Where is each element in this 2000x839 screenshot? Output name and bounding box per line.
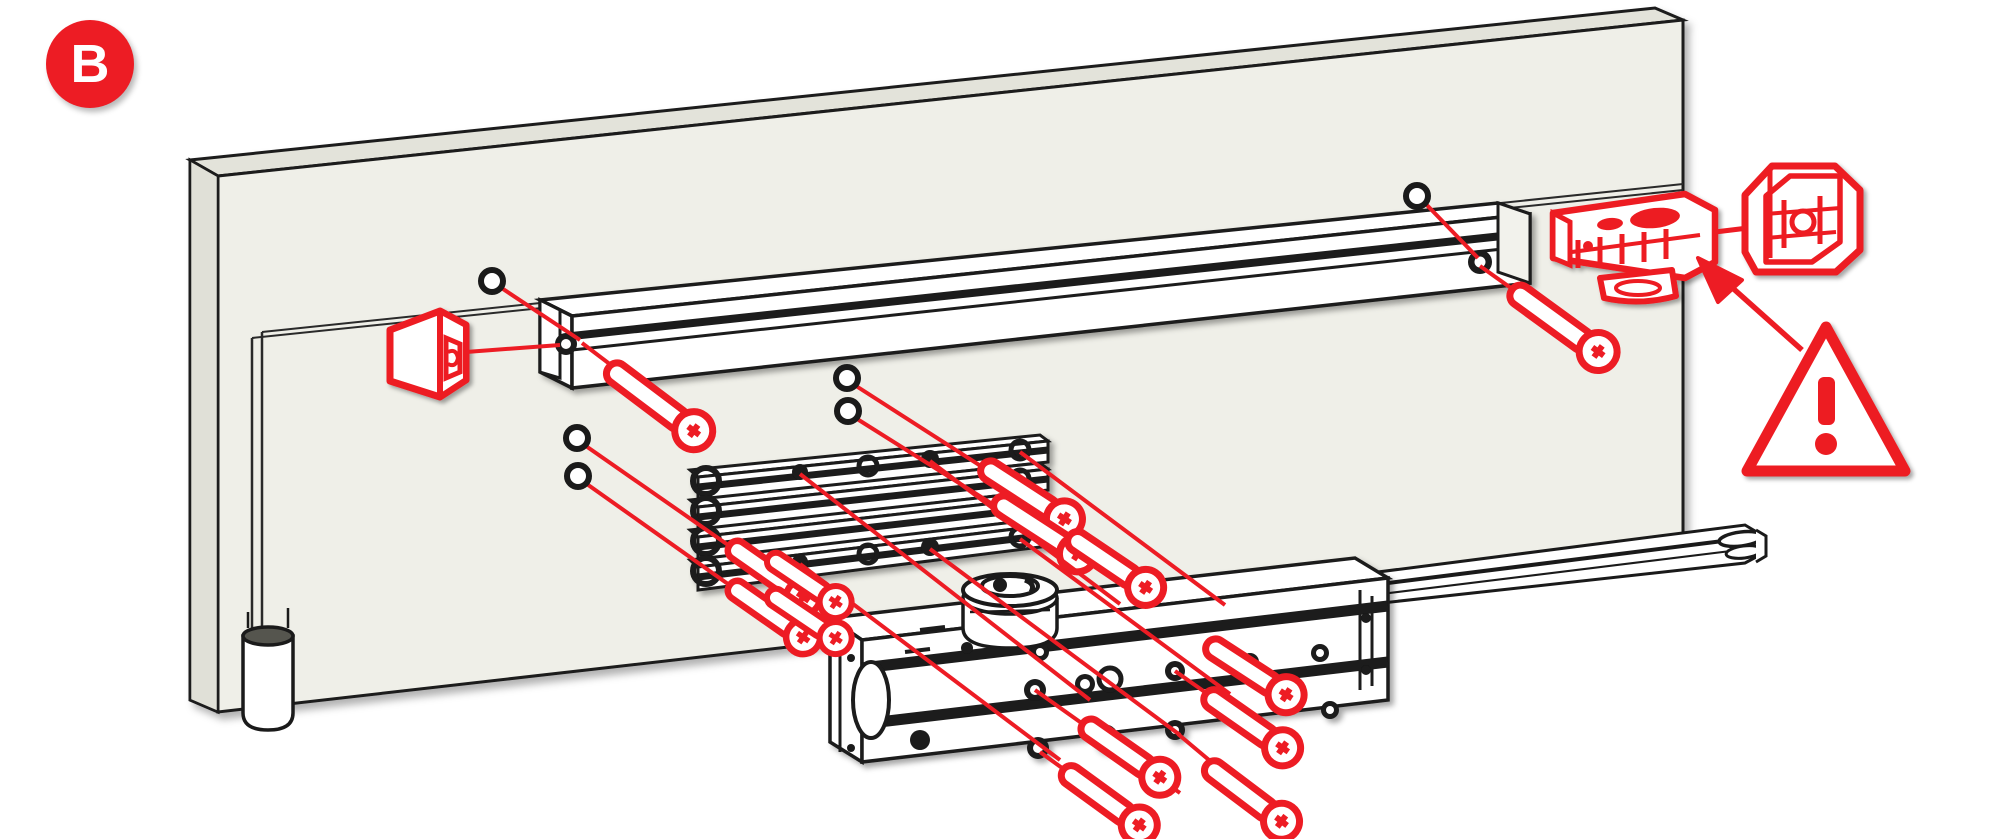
mounting-screw	[1173, 669, 1305, 770]
callout-group-2	[1403, 182, 1480, 260]
mounting-screw	[763, 549, 855, 622]
rail-end-cap-left	[386, 307, 470, 401]
hole-callout-marker	[564, 462, 592, 490]
hole-callout-marker	[833, 364, 861, 392]
assembly-leader-line	[1018, 537, 1232, 696]
hole-callout-marker	[478, 267, 506, 295]
end-cap-insertion-line	[465, 343, 561, 354]
mounting-screw	[1064, 528, 1168, 609]
callout-group-7	[798, 472, 1092, 702]
slider-carriage	[1549, 190, 1719, 305]
assembly-leader-line	[928, 547, 1182, 737]
arm-connector-bracket	[1741, 162, 1864, 276]
callout-group-10	[928, 547, 1182, 737]
mounting-screw	[1038, 750, 1161, 839]
assembly-leader-line	[798, 472, 1092, 702]
mounting-screw	[1176, 732, 1304, 839]
lower-guide-rail	[1298, 523, 1768, 614]
assembly-leader-line	[1018, 450, 1227, 607]
assembly-leader-line	[495, 283, 582, 342]
callout-group-8	[928, 459, 1122, 606]
hole-callout-marker	[1403, 182, 1431, 210]
step-badge-b: B	[46, 20, 134, 108]
hole-callout-marker	[563, 424, 591, 452]
lower-rail-slider-end	[1717, 528, 1768, 564]
assembly-leader-line	[1420, 198, 1480, 260]
door-leaf	[185, 6, 1689, 715]
hole-callout-marker	[834, 397, 862, 425]
warning-triangle	[1741, 321, 1911, 477]
warning-pointer-arrow	[1696, 256, 1804, 353]
callout-group-12	[1018, 537, 1232, 696]
callout-group-11	[1018, 450, 1227, 607]
step-badge-label: B	[70, 34, 110, 94]
bracket-connection-line	[1714, 225, 1749, 235]
callout-group-1	[478, 267, 582, 342]
mounting-screw	[763, 585, 855, 658]
mounting-screw	[1033, 688, 1182, 799]
warning-exclamation-bar	[1818, 377, 1835, 425]
mounting-screw	[1478, 264, 1621, 375]
mounting-screw	[580, 341, 717, 454]
bottom-pivot-cylinder	[241, 608, 295, 732]
mounting-screw	[1202, 635, 1308, 717]
warning-exclamation-dot	[1815, 433, 1837, 455]
assembly-leader-line	[928, 459, 1122, 606]
